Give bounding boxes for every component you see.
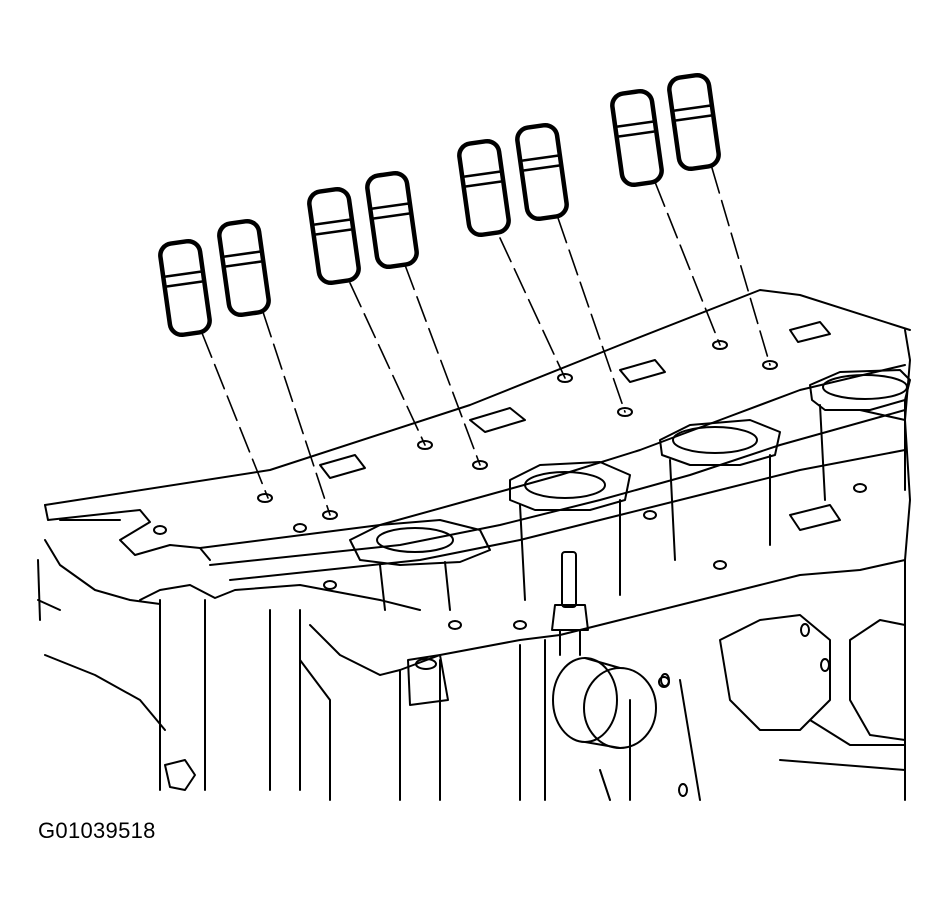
lifter-8 [667,72,721,172]
lifter-5 [457,138,511,238]
lifter-6 [515,122,569,222]
lifter-1 [158,238,212,338]
figure-id-label: G01039518 [38,818,156,843]
round-port [552,657,670,749]
cylinder-head [37,289,911,801]
sensor-post [551,551,589,656]
lifter-bores [153,321,867,797]
head-bolt-boss [407,654,449,706]
installation-guide-lines [201,167,771,516]
cam-tower-4 [809,369,911,501]
cam-bearing-towers [349,369,911,611]
lifter-4 [365,170,419,270]
cam-tower-3 [659,419,781,561]
cam-tower-1 [349,519,491,611]
lifter-2 [217,218,271,318]
lifter-7 [610,88,664,188]
cam-tower-2 [509,461,631,601]
lifter-3 [307,186,361,286]
hydraulic-lifters [158,72,721,338]
